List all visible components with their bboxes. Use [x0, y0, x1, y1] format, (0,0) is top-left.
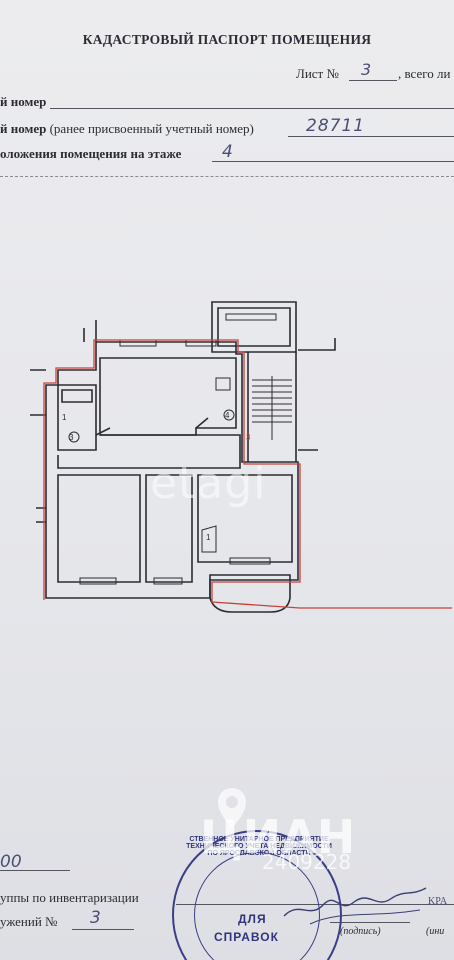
- map-pin-icon: [218, 788, 246, 828]
- stove-fixture: [215, 377, 231, 391]
- floor-position-underline: [212, 161, 454, 162]
- wall-stubs-top: [83, 320, 97, 342]
- floor-position-label: оложения помещения на этаже: [0, 146, 182, 161]
- windows: [79, 313, 277, 585]
- partial-number: 00: [0, 852, 22, 872]
- prev-number-label-bold: й номер: [0, 121, 47, 136]
- signature-underline: [330, 922, 410, 923]
- outer-wall: [45, 341, 299, 599]
- upper-room-walls: [99, 357, 237, 436]
- sheet-label: Лист №: [296, 66, 339, 81]
- cian-id-watermark: 2409228: [262, 850, 352, 874]
- room-label-5: 3: [246, 433, 251, 442]
- stamp-center-line1: ДЛЯ: [238, 912, 267, 926]
- stamp-center-line2: СПРАВОК: [214, 930, 279, 944]
- rooms-label: ужений №: [0, 914, 58, 929]
- stair-steps: [252, 376, 292, 440]
- prev-number-value: 28711: [306, 116, 366, 136]
- room-label-3: 4: [225, 411, 230, 420]
- bathroom-walls: [57, 384, 97, 451]
- prev-number-underline: [288, 136, 454, 137]
- groups-label: уппы по инвентаризации: [0, 890, 139, 905]
- room-label-2: 3: [69, 433, 74, 442]
- red-cadastral-outline: [43, 339, 452, 609]
- signature-caption: (подпись): [340, 926, 381, 937]
- sheet-number-value: 3: [361, 60, 372, 79]
- sheet-total-label: , всего ли: [398, 66, 451, 81]
- door-swing-2: [195, 417, 209, 429]
- number-label: й номер: [0, 94, 47, 109]
- closet-fixture: [201, 525, 217, 553]
- separator-line: [0, 176, 454, 177]
- gas-meter-fixture: [223, 409, 235, 421]
- stair-block-top: [211, 301, 297, 353]
- sheet-number-underline: [349, 80, 397, 81]
- room-label-4: 1: [206, 533, 211, 542]
- rooms-underline: [72, 929, 134, 930]
- right-caption: (ини: [426, 926, 445, 937]
- prev-number-label-rest: (ранее присвоенный учетный номер): [46, 121, 254, 136]
- door-swing-1: [95, 427, 111, 436]
- room-left: [57, 474, 141, 583]
- stamp-ring-text: СТВЕННОЕ УНИТАРНОЕ ПРЕДПРИЯТИЕ ТЕХНИЧЕСК…: [186, 836, 332, 857]
- corridor-walls: [57, 434, 241, 469]
- floor-position-value: 4: [222, 142, 233, 162]
- etagi-watermark: etagi: [150, 458, 267, 509]
- partial-number-underline: [0, 870, 70, 871]
- prev-number-label: й номер (ранее присвоенный учетный номер…: [0, 121, 254, 137]
- room-middle: [145, 474, 193, 583]
- balcony: [209, 574, 291, 613]
- wall-stubs: [30, 338, 336, 523]
- document-title: КАДАСТРОВЫЙ ПАСПОРТ ПОМЕЩЕНИЯ: [82, 32, 372, 47]
- right-fragment: KPA: [428, 896, 448, 907]
- number-underline: [50, 108, 454, 109]
- bath-fixture: [68, 431, 80, 443]
- room-right: [197, 474, 293, 563]
- stair-shaft-walls: [247, 352, 297, 462]
- room-label-1: 1: [62, 413, 67, 422]
- floor-plan-drawing: 1 3 4 1 3: [30, 301, 452, 613]
- rooms-value: 3: [90, 908, 101, 928]
